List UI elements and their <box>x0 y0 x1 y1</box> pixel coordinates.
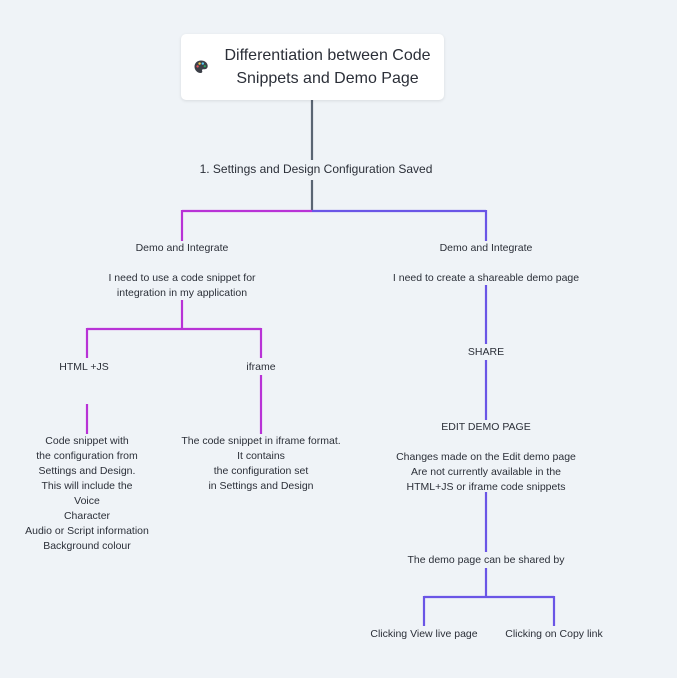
palette-icon <box>193 59 209 75</box>
node-html-js-description[interactable]: Code snippet with the configuration from… <box>25 435 149 552</box>
node-shared-by[interactable]: The demo page can be shared by <box>407 554 565 566</box>
node-edit-description[interactable]: Changes made on the Edit demo page Are n… <box>396 451 576 493</box>
node-html-js[interactable]: HTML +JS <box>59 361 109 373</box>
root-title: Differentiation between Code Snippets an… <box>224 47 431 87</box>
node-shareable-need[interactable]: I need to create a shareable demo page <box>392 272 580 284</box>
node-settings-saved[interactable]: 1. Settings and Design Configuration Sav… <box>199 162 433 176</box>
node-edit-demo-page[interactable]: EDIT DEMO PAGE <box>441 421 531 433</box>
root-node[interactable]: Differentiation between Code Snippets an… <box>181 34 444 100</box>
node-left-demo-integrate[interactable]: Demo and Integrate <box>135 242 229 254</box>
node-copy-link[interactable]: Clicking on Copy link <box>505 628 603 640</box>
node-iframe[interactable]: iframe <box>246 361 276 373</box>
node-code-snippet-need[interactable]: I need to use a code snippet for integra… <box>108 272 256 299</box>
node-iframe-description[interactable]: The code snippet in iframe format. It co… <box>181 435 341 492</box>
node-view-live-page[interactable]: Clicking View live page <box>370 628 478 640</box>
node-right-demo-integrate[interactable]: Demo and Integrate <box>439 242 533 254</box>
node-share[interactable]: SHARE <box>467 346 505 358</box>
